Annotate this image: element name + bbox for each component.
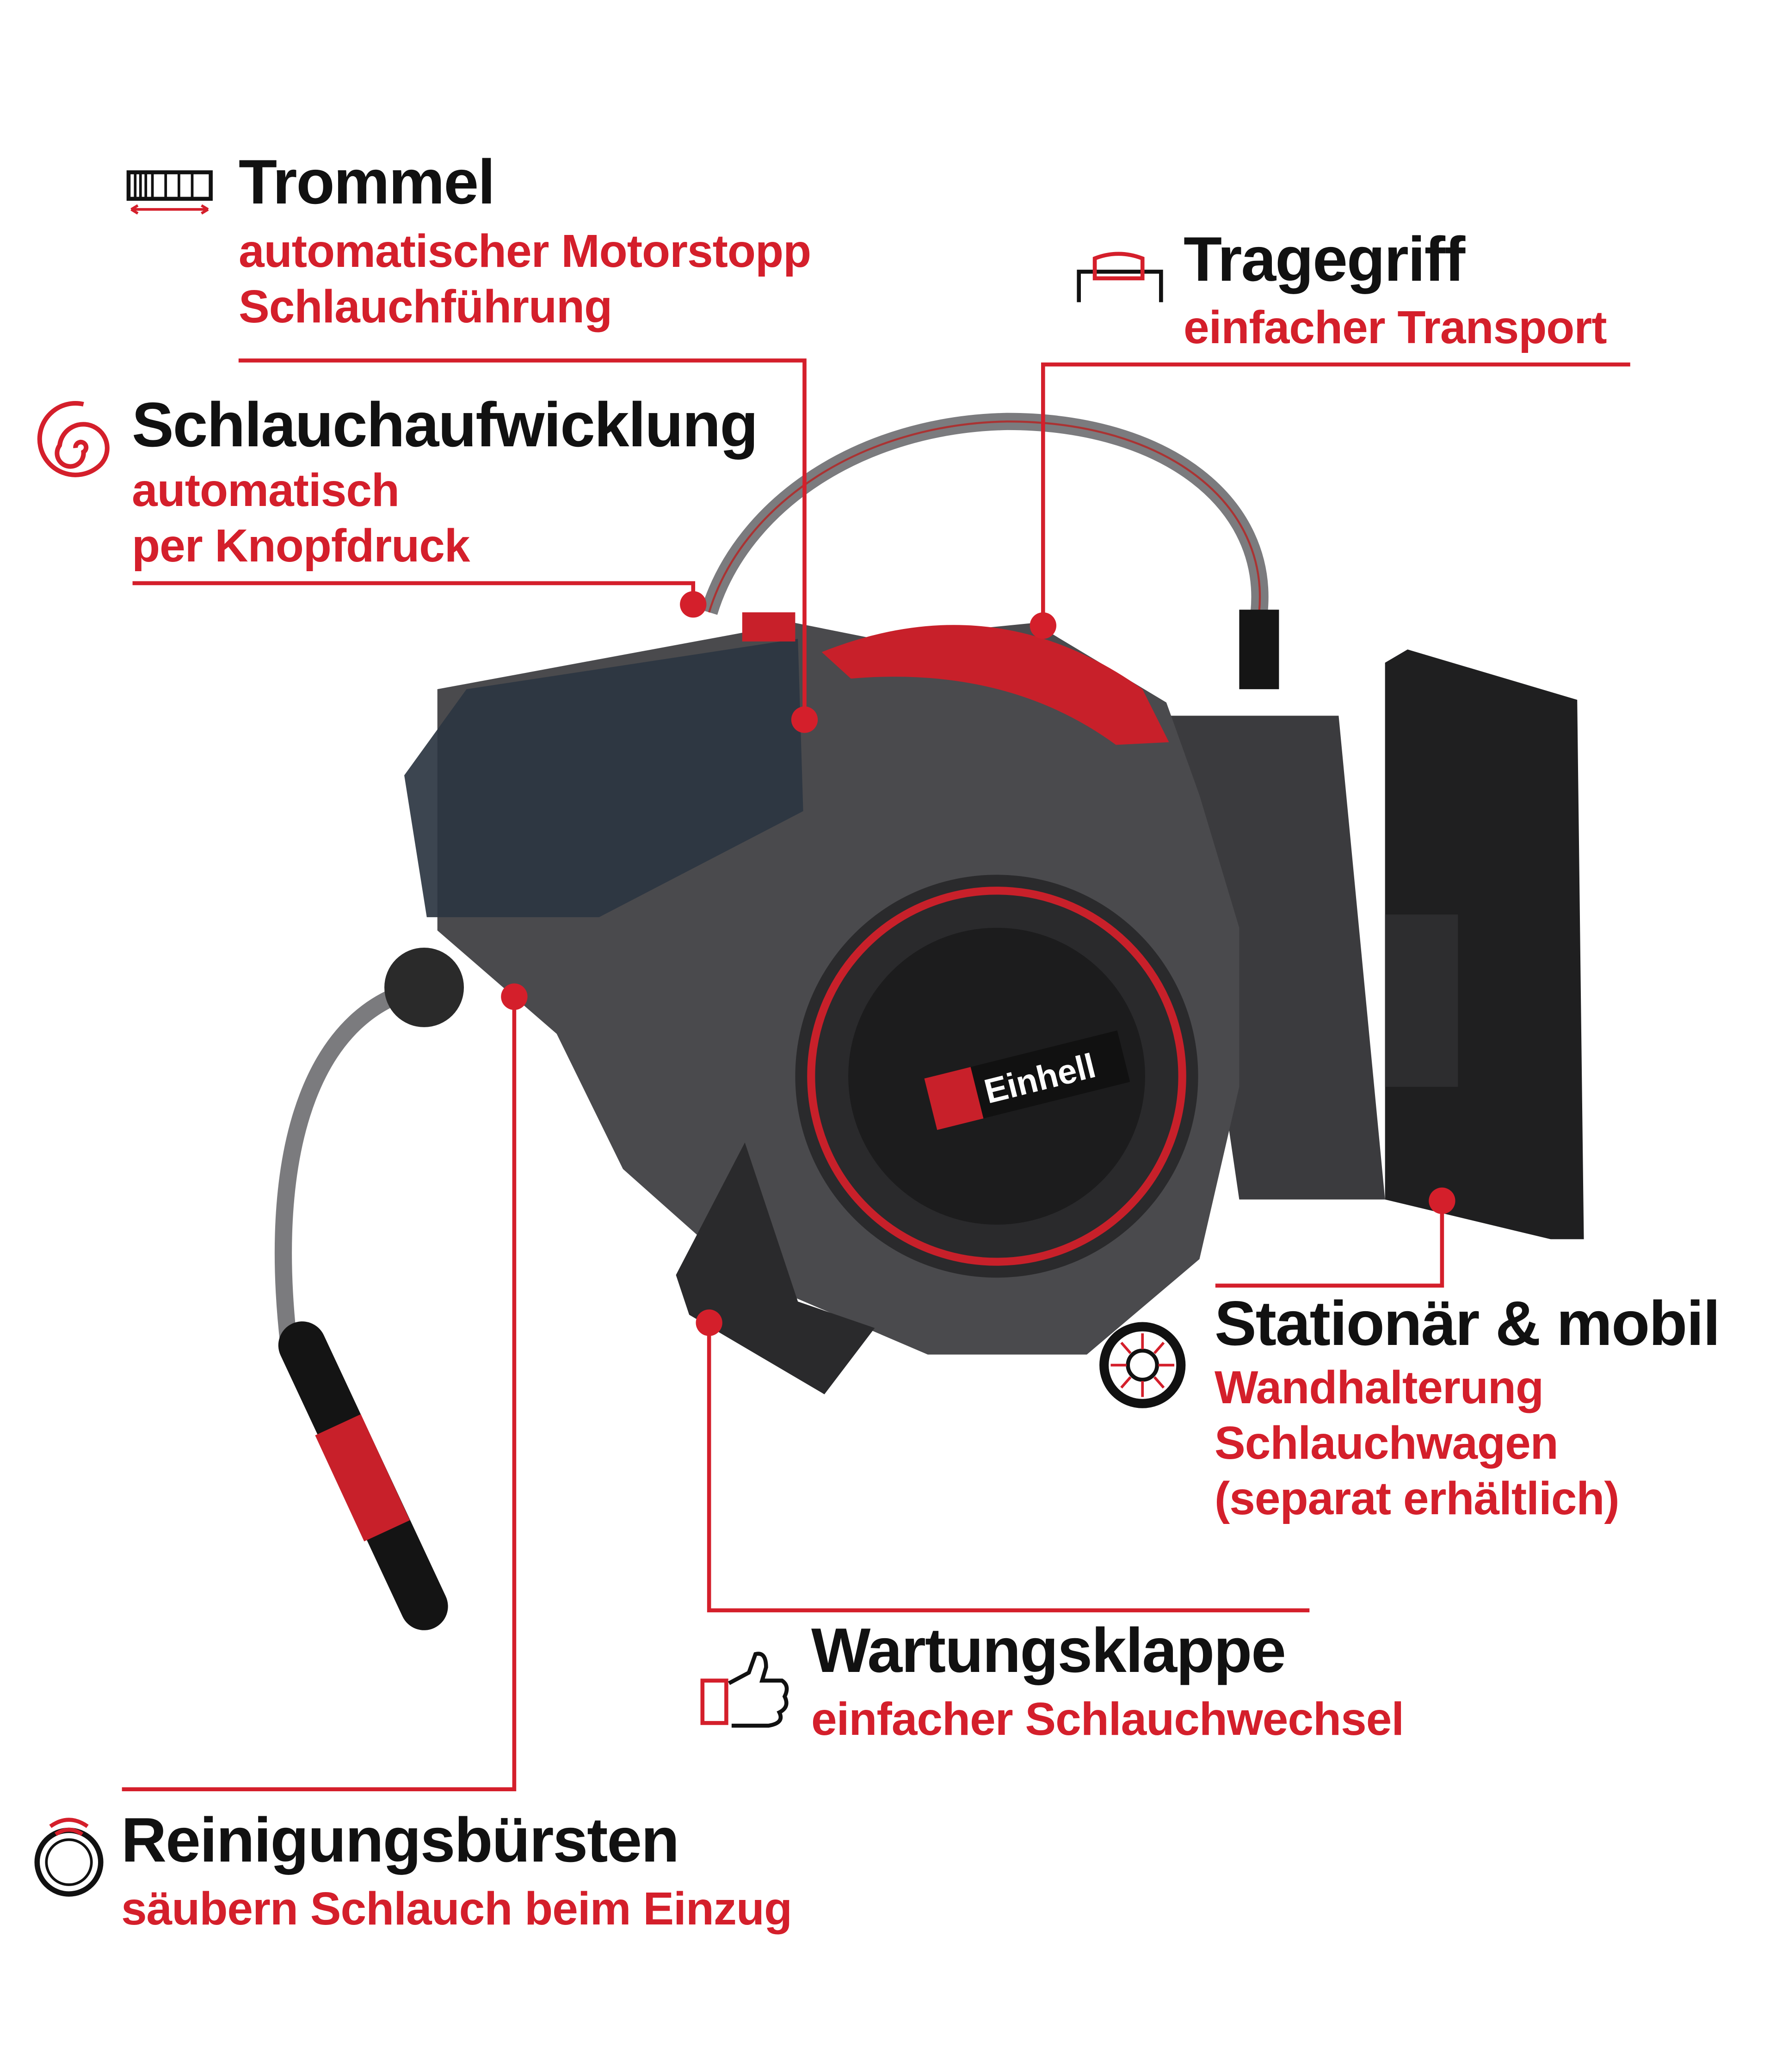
carry-handle-icon <box>1077 252 1163 302</box>
thumbs-up-icon <box>700 1652 789 1728</box>
feature-line: einfacher Transport <box>1184 302 1607 353</box>
feature-title-tragegriff: Tragegriff <box>1184 224 1465 294</box>
feature-line: automatischer Motorstopp <box>239 225 811 277</box>
feature-line: (separat erhältlich) <box>1215 1473 1620 1524</box>
battery-cover <box>404 639 803 918</box>
feature-desc-reinigungsbuersten: säubern Schlauch beim Einzug <box>121 1881 792 1936</box>
feature-line: per Knopfdruck <box>132 520 470 572</box>
feature-line: Wandhalterung <box>1215 1362 1544 1413</box>
carry-handle <box>821 625 1169 745</box>
drum-icon <box>126 170 213 215</box>
maintenance-flap <box>676 1142 875 1394</box>
feature-line: automatisch <box>132 464 400 516</box>
feature-title-stationaer-mobil: Stationär & mobil <box>1215 1288 1720 1358</box>
feature-title-reinigungsbuersten: Reinigungsbürsten <box>121 1805 679 1875</box>
feature-title-trommel: Trommel <box>239 147 495 217</box>
wheel-icon <box>1099 1322 1186 1408</box>
feature-desc-schlauchaufwicklung: automatisch per Knopfdruck <box>132 462 470 574</box>
spray-nozzle <box>278 1321 448 1630</box>
feature-line: säubern Schlauch beim Einzug <box>121 1883 792 1935</box>
feature-title-schlauchaufwicklung: Schlauchaufwicklung <box>132 389 758 460</box>
feature-line: Schlauchführung <box>239 281 612 333</box>
brush-ring-icon <box>34 1818 104 1897</box>
feature-line: einfacher Schlauchwechsel <box>811 1693 1404 1745</box>
feature-line: Schlauchwagen <box>1215 1417 1559 1469</box>
wall-bracket <box>1385 649 1584 1240</box>
feature-desc-wartungsklappe: einfacher Schlauchwechsel <box>811 1691 1404 1747</box>
feature-title-wartungsklappe: Wartungsklappe <box>811 1615 1286 1685</box>
hose-top <box>701 413 1269 615</box>
feature-desc-trommel: automatischer Motorstopp Schlauchführung <box>239 223 811 334</box>
hose-left <box>274 979 426 1346</box>
feature-desc-tragegriff: einfacher Transport <box>1184 300 1607 355</box>
callout-dots <box>501 591 1455 1336</box>
feature-desc-stationaer-mobil: Wandhalterung Schlauchwagen (separat erh… <box>1215 1360 1620 1526</box>
spiral-icon <box>37 401 110 477</box>
